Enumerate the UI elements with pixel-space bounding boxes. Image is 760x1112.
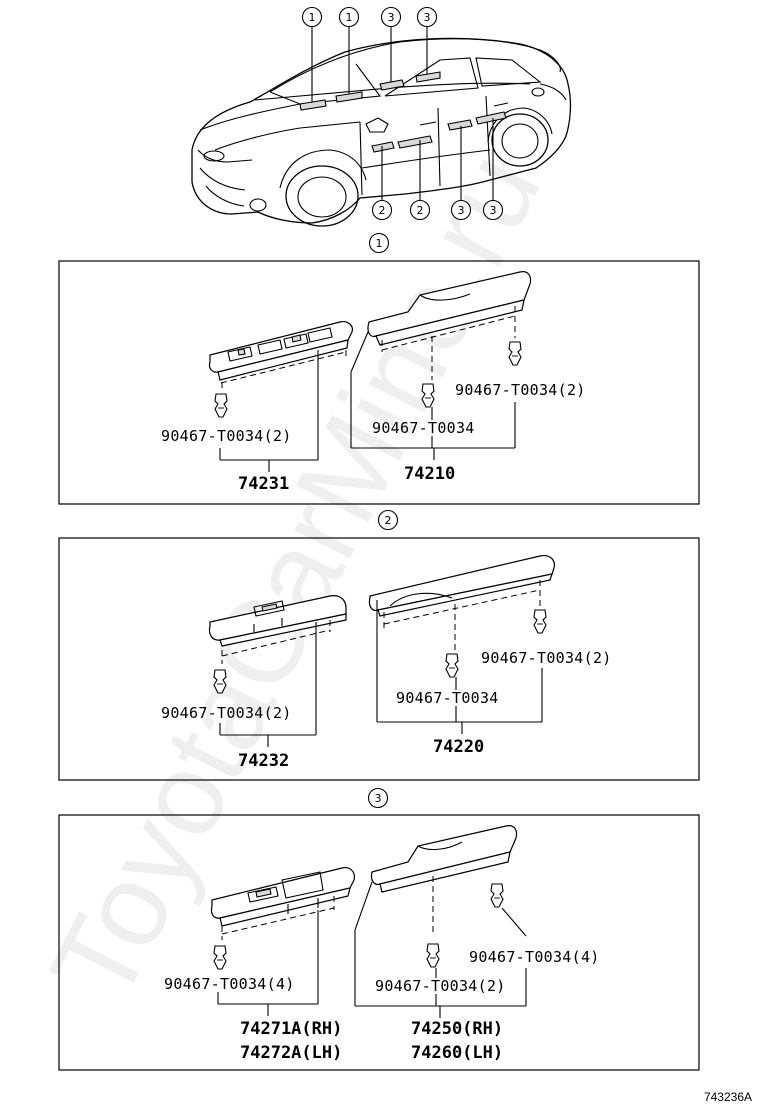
section-2-door-armrest-panel — [368, 555, 555, 617]
overview-callout: 1 — [301, 6, 323, 28]
section-1-frame — [58, 260, 700, 505]
section-1-panel-leaders — [350, 331, 516, 460]
overview-callout: 3 — [380, 6, 402, 28]
section-1-panel-part-number: 74210 — [404, 464, 455, 484]
section-2-panel-leaders — [376, 600, 543, 734]
section-3-panel-clip-right — [490, 883, 504, 908]
svg-text:2: 2 — [385, 514, 392, 527]
overview-callout: 1 — [338, 6, 360, 28]
section-2-frame — [58, 537, 700, 781]
section-3-marker: 3 — [367, 787, 389, 809]
section-3-switch-leaders — [217, 910, 319, 1016]
section-3-switch-base — [210, 867, 355, 927]
section-1-panel-clip-center-label: 90467-T0034 — [372, 419, 475, 437]
vehicle-overview — [191, 37, 572, 227]
svg-text:2: 2 — [379, 204, 386, 217]
section-1-switch-clip-label: 90467-T0034(2) — [161, 427, 292, 445]
section-2-switch-base — [208, 595, 347, 647]
section-3-switch-clip — [213, 945, 227, 970]
section-2-switch-part-number: 74232 — [238, 751, 289, 771]
section-3-panel-clip-right-label: 90467-T0034(4) — [469, 948, 600, 966]
section-3-switch-part-number-rh: 74271A(RH) — [240, 1019, 342, 1039]
section-1-panel-clip-center — [421, 383, 435, 408]
svg-text:3: 3 — [388, 11, 395, 24]
svg-text:2: 2 — [417, 204, 424, 217]
section-3-switch-clip-label: 90467-T0034(4) — [164, 975, 295, 993]
section-1-switch-leaders — [219, 350, 319, 472]
section-3-panel-part-number-rh: 74250(RH) — [411, 1019, 503, 1039]
svg-text:1: 1 — [346, 11, 353, 24]
overview-callout: 3 — [450, 199, 472, 221]
section-3-panel-clip-center-label: 90467-T0034(2) — [375, 977, 506, 995]
section-2-panel-clip-right-label: 90467-T0034(2) — [481, 649, 612, 667]
section-1-switch-base — [208, 321, 353, 381]
section-3-door-armrest-panel — [370, 825, 518, 893]
section-2-marker: 2 — [377, 509, 399, 531]
section-1-switch-part-number: 74231 — [238, 474, 289, 494]
section-1-switch-clip — [214, 393, 228, 418]
section-1-door-armrest-panel — [367, 271, 532, 346]
section-1-panel-clip-right — [508, 341, 522, 366]
section-2-switch-clip — [213, 669, 227, 694]
section-3-panel-part-number-lh: 74260(LH) — [411, 1043, 503, 1063]
svg-text:1: 1 — [376, 237, 383, 250]
section-2-panel-part-number: 74220 — [433, 737, 484, 757]
overview-callout: 3 — [482, 199, 504, 221]
svg-text:3: 3 — [424, 11, 431, 24]
section-1-marker: 1 — [368, 232, 390, 254]
section-3-panel-leaders — [354, 881, 527, 1018]
section-3-frame — [58, 814, 700, 1071]
svg-text:3: 3 — [375, 792, 382, 805]
svg-text:1: 1 — [309, 11, 316, 24]
section-2-panel-clip-right — [533, 609, 547, 634]
section-2-panel-clip-center-label: 90467-T0034 — [396, 689, 499, 707]
section-2-switch-leaders — [219, 622, 317, 747]
overview-leader-lines — [311, 27, 494, 200]
section-2-panel-clip-center — [445, 653, 459, 678]
overview-callout: 2 — [409, 199, 431, 221]
figure-id: 743236A — [704, 1090, 752, 1104]
section-1-panel-clip-right-label: 90467-T0034(2) — [455, 381, 586, 399]
section-3-switch-part-number-lh: 74272A(LH) — [240, 1043, 342, 1063]
section-2-switch-clip-label: 90467-T0034(2) — [161, 704, 292, 722]
overview-callout: 2 — [371, 199, 393, 221]
svg-text:3: 3 — [490, 204, 497, 217]
overview-callout: 3 — [416, 6, 438, 28]
svg-text:3: 3 — [458, 204, 465, 217]
section-3-panel-clip-center — [426, 943, 440, 968]
